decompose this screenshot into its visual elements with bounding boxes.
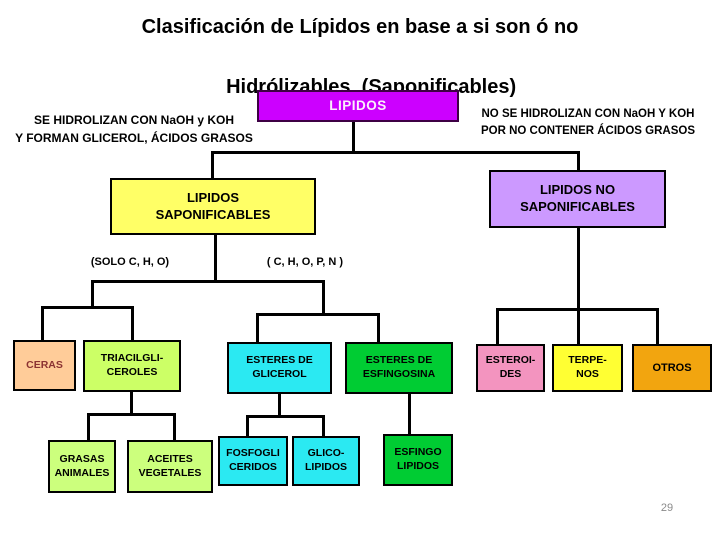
node-lipidos-no-saponificables: LIPIDOS NO SAPONIFICABLES — [489, 170, 666, 228]
node-esteres-de-glicerol: ESTERES DE GLICEROL — [227, 342, 332, 394]
node-terpenos: TERPE- NOS — [552, 344, 623, 392]
connector-line — [246, 415, 325, 418]
node-grasas-animales: GRASAS ANIMALES — [48, 440, 116, 493]
connector-line — [211, 151, 580, 154]
connector-line — [408, 392, 411, 436]
connector-line — [91, 280, 325, 283]
connector-line — [322, 280, 325, 315]
title-line-1: Clasificación de Lípidos en base a si so… — [141, 16, 579, 38]
node-aceites-vegetales: ACEITES VEGETALES — [127, 440, 213, 493]
connector-line — [377, 313, 380, 344]
connector-line — [322, 415, 325, 438]
connector-line — [91, 280, 94, 308]
connector-line — [496, 308, 499, 346]
connector-line — [496, 308, 659, 311]
node-esteres-de-esfingosina: ESTERES DE ESFINGOSINA — [345, 342, 453, 394]
node-fosfogliceridos: FOSFOGLI CERIDOS — [218, 436, 288, 486]
connector-line — [87, 413, 176, 416]
node-esteroides: ESTEROI- DES — [476, 344, 545, 392]
annotation-hydrolyzable: SE HIDROLIZAN CON NaOH y KOH Y FORMAN GL… — [15, 113, 253, 145]
connector-line — [173, 413, 176, 442]
formula-label-saponificables: (SOLO C, H, O) — [90, 256, 170, 268]
formula-label-mixed: ( C, H, O, P, N ) — [266, 256, 344, 268]
connector-line — [130, 390, 133, 415]
connector-line — [352, 121, 355, 153]
connector-line — [278, 392, 281, 417]
connector-line — [246, 415, 249, 438]
node-ceras: CERAS — [13, 340, 76, 391]
node-lipidos: LIPIDOS — [257, 90, 459, 122]
connector-line — [256, 313, 380, 316]
connector-line — [41, 306, 44, 342]
connector-line — [577, 151, 580, 172]
node-triacilgliceroles: TRIACILGLI- CEROLES — [83, 340, 181, 392]
connector-line — [211, 151, 214, 180]
connector-line — [656, 308, 659, 346]
connector-line — [87, 413, 90, 442]
connector-line — [256, 313, 259, 344]
node-glicolipidos: GLICO- LIPIDOS — [292, 436, 360, 486]
node-esfingolipidos: ESFINGO LIPIDOS — [383, 434, 453, 486]
slide-title: Clasificación de Lípidos en base a si so… — [0, 12, 720, 102]
connector-line — [214, 233, 217, 282]
page-number: 29 — [660, 502, 674, 514]
node-lipidos-saponificables: LIPIDOS SAPONIFICABLES — [110, 178, 316, 235]
annotation-non-hydrolyzable: NO SE HIDROLIZAN CON NaOH Y KOH POR NO C… — [480, 108, 696, 137]
connector-line — [131, 306, 134, 342]
node-otros: OTROS — [632, 344, 712, 392]
connector-line — [41, 306, 134, 309]
connector-line — [577, 226, 580, 346]
